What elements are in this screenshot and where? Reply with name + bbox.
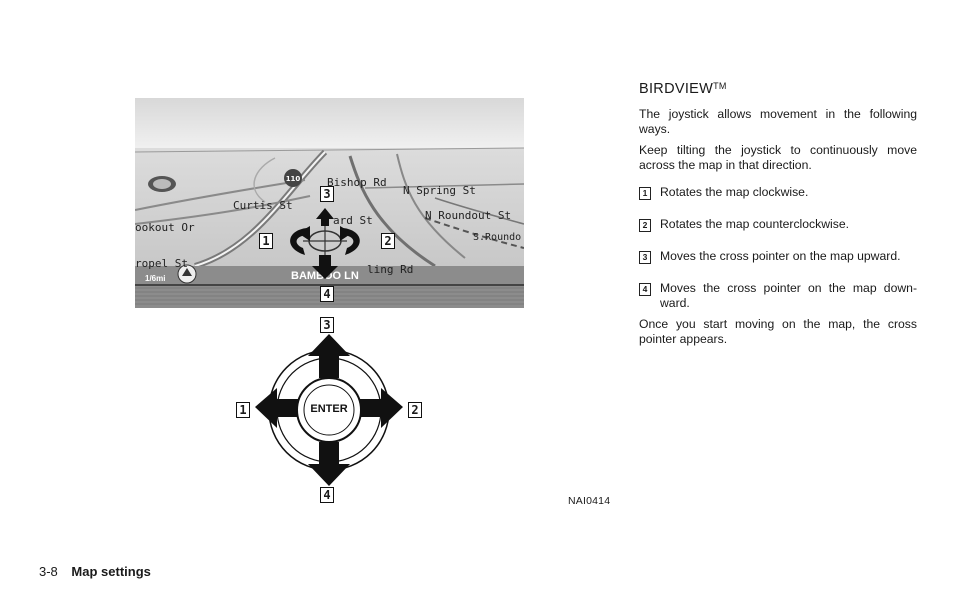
- map-label-bard: ard St: [333, 214, 373, 227]
- joystick-down-arrow-icon: [308, 442, 350, 486]
- list-item: 4 Moves the cross pointer on the map dow…: [639, 281, 917, 311]
- page-number: 3-8: [39, 564, 58, 579]
- figure-code: NAI0414: [568, 495, 611, 507]
- map-label-spring: N Spring St: [403, 184, 476, 197]
- closing-paragraph: Once you start moving on the map, the cr…: [639, 317, 917, 346]
- move-down-arrow-icon: [312, 255, 338, 279]
- list-item: 2 Rotates the map counterclockwise.: [639, 217, 917, 232]
- item-number-badge: 1: [639, 187, 651, 200]
- section-heading: BIRDVIEWTM: [639, 81, 727, 97]
- callout-1-map: 1: [259, 233, 273, 249]
- birdview-map-screenshot: 110 Bishop Rd Curtis St N Spring St N Ro…: [135, 98, 524, 308]
- text-column: BIRDVIEWTM The joystick allows movement …: [639, 81, 917, 353]
- item-number-badge: 3: [639, 251, 651, 264]
- callout-2-map: 2: [381, 233, 395, 249]
- vehicle-position-icon: [177, 264, 197, 284]
- callout-3-map: 3: [320, 186, 334, 202]
- map-scale-label: 1/6mi: [145, 274, 165, 283]
- item-number-badge: 2: [639, 219, 651, 232]
- joystick-left-arrow-icon: [255, 388, 298, 428]
- callout-2-joystick: 2: [408, 402, 422, 418]
- map-label-curtis: Curtis St: [233, 199, 293, 212]
- page-footer: 3-8 Map settings: [39, 564, 151, 579]
- list-item: 1 Rotates the map clockwise.: [639, 185, 917, 200]
- map-label-ropel: ropel St: [135, 257, 188, 270]
- svg-text:110: 110: [286, 175, 301, 183]
- cross-pointer-icon: [303, 226, 347, 256]
- section-title: Map settings: [71, 564, 151, 579]
- compass-icon: [148, 176, 176, 192]
- enter-button-label: ENTER: [310, 403, 347, 415]
- map-label-roundout: N Roundout St: [425, 209, 511, 222]
- callout-1-joystick: 1: [236, 402, 250, 418]
- map-label-ling: ling Rd: [367, 263, 413, 276]
- map-label-s-round: S.Roundo: [473, 232, 521, 243]
- intro-paragraph: The joystick allows movement in the foll…: [639, 107, 917, 136]
- callout-3-joystick: 3: [320, 317, 334, 333]
- item-number-badge: 4: [639, 283, 651, 296]
- joystick-right-arrow-icon: [360, 388, 403, 428]
- intro-paragraph: Keep tilting the joystick to continuousl…: [639, 143, 917, 172]
- joystick-up-arrow-icon: [308, 334, 350, 378]
- list-item: 3 Moves the cross pointer on the map upw…: [639, 249, 917, 264]
- map-label-lookout: ookout Or: [135, 221, 195, 234]
- callout-4-map: 4: [320, 286, 334, 302]
- route-shield-icon: 110: [284, 169, 302, 187]
- move-up-arrow-icon: [316, 208, 334, 226]
- callout-4-joystick: 4: [320, 487, 334, 503]
- joystick-diagram: ENTER: [230, 314, 430, 506]
- map-label-bishop: Bishop Rd: [327, 176, 387, 189]
